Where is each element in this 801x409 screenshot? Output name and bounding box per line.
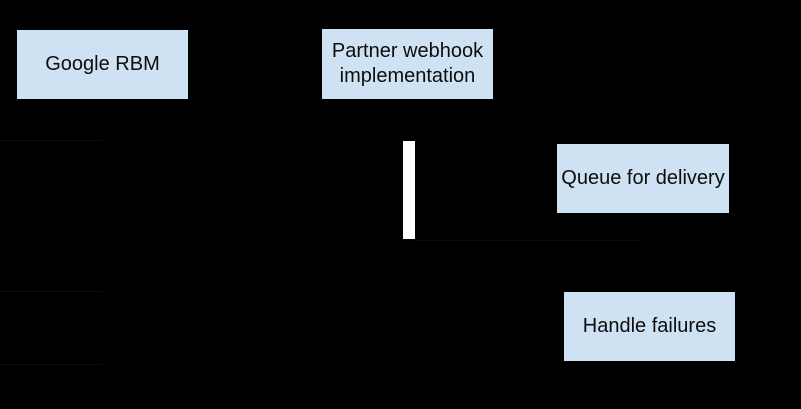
faint-arrow-line — [0, 364, 103, 365]
node-partner-webhook-label: Partner webhook implementation — [331, 40, 484, 87]
node-queue-for-delivery-label: Queue for delivery — [561, 167, 725, 189]
node-google-rbm-label: Google RBM — [45, 53, 160, 75]
faint-arrow-line — [0, 140, 103, 141]
activation-bar — [403, 141, 415, 239]
node-queue-for-delivery: Queue for delivery — [557, 144, 729, 213]
faint-arrow-line — [0, 291, 103, 292]
node-handle-failures-label: Handle failures — [582, 315, 717, 337]
node-handle-failures: Handle failures — [564, 292, 735, 361]
faint-arrow-line — [415, 240, 643, 241]
node-partner-webhook: Partner webhook implementation — [322, 29, 493, 99]
node-google-rbm: Google RBM — [17, 30, 188, 99]
